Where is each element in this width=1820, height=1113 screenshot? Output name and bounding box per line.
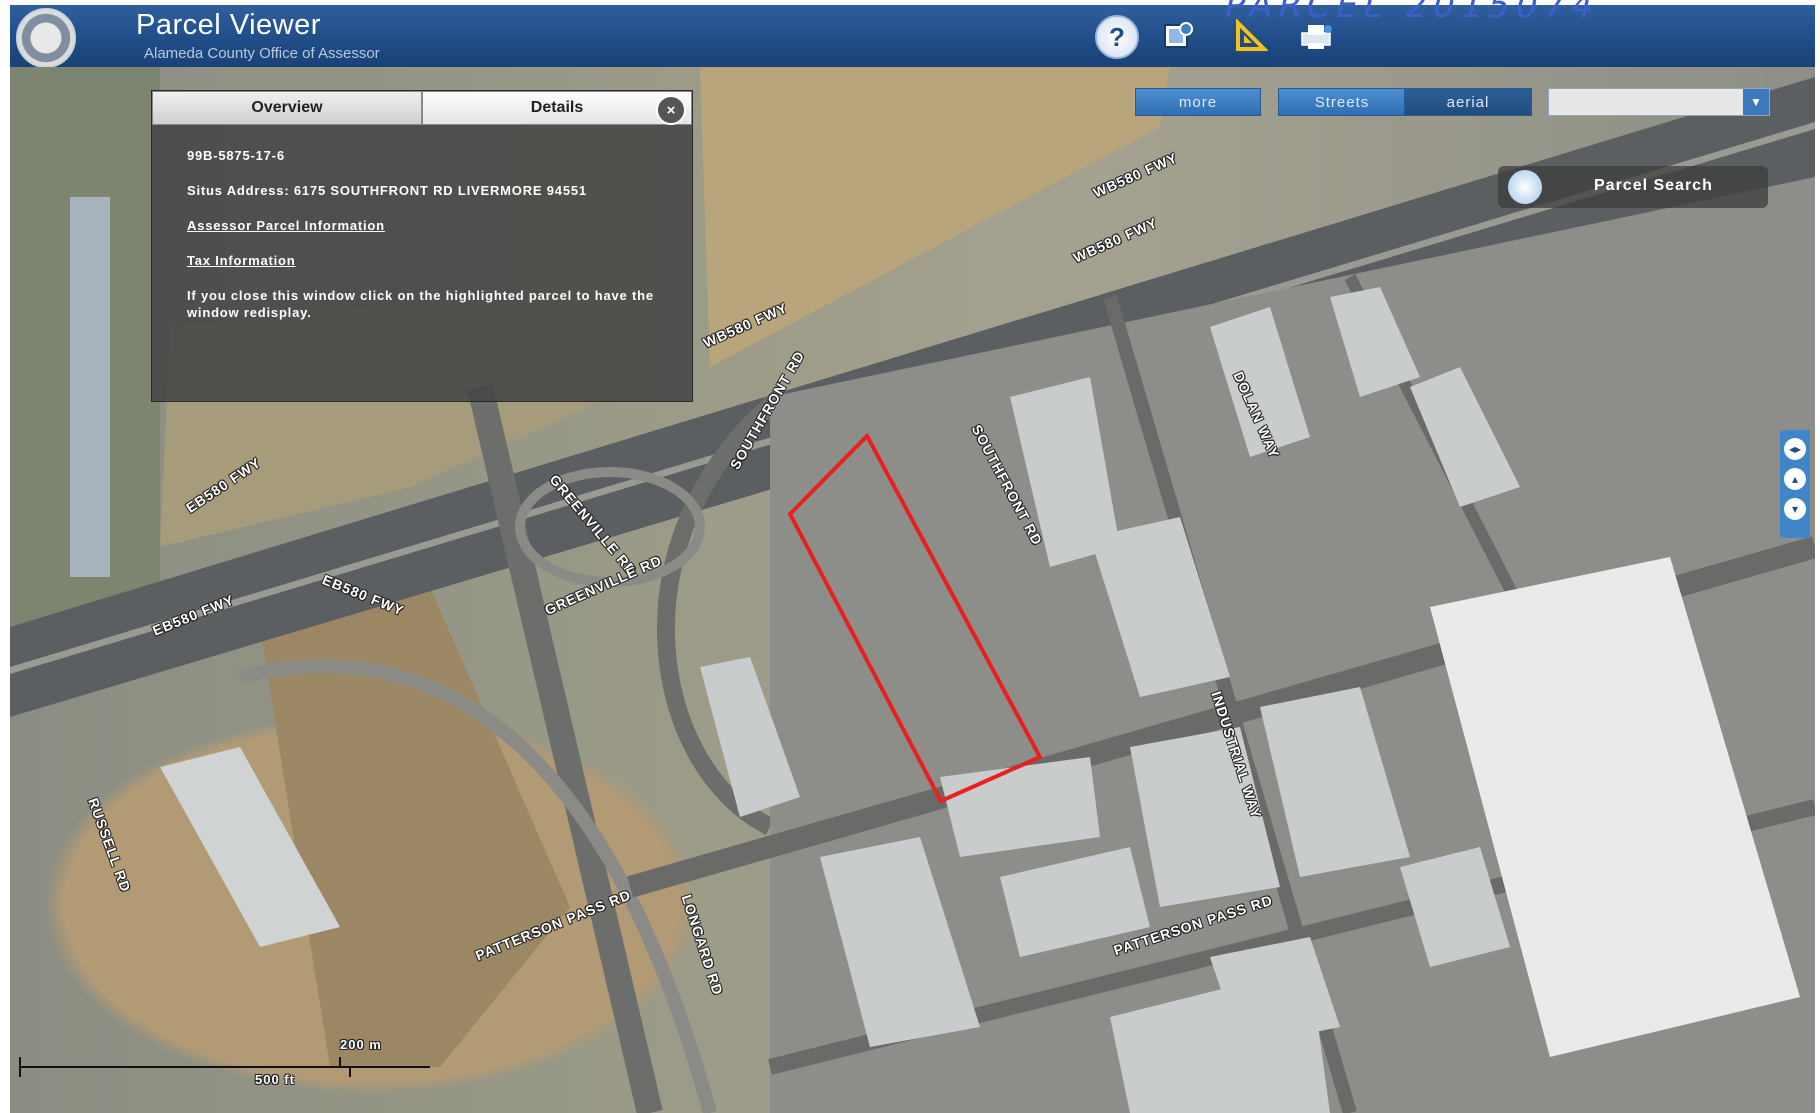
parcel-search-label: Parcel Search xyxy=(1594,177,1713,194)
aerial-map[interactable]: WB580 FWY WB580 FWY WB580 FWY EB580 FWY … xyxy=(10,67,1815,1113)
app-subtitle: Alameda County Office of Assessor xyxy=(144,45,380,62)
search-input[interactable]: ▼ xyxy=(1548,88,1770,116)
identify-icon[interactable] xyxy=(1160,17,1198,55)
app-title: Parcel Viewer xyxy=(136,9,321,41)
popup-note: If you close this window click on the hi… xyxy=(187,288,654,320)
close-icon[interactable]: × xyxy=(656,95,686,125)
tab-details[interactable]: Details xyxy=(422,91,692,125)
assessor-parcel-info-link[interactable]: Assessor Parcel Information xyxy=(187,218,385,233)
aerial-imagery xyxy=(10,67,1815,1113)
parcel-search-icon xyxy=(1508,170,1542,204)
aerial-button[interactable]: aerial xyxy=(1404,88,1532,116)
print-icon[interactable] xyxy=(1298,17,1336,55)
handwritten-annotation: PARCEL 2015074 xyxy=(1220,0,1604,26)
map-navigation-control: ◂▸ ▴ ▾ xyxy=(1780,430,1810,538)
chevron-down-icon[interactable]: ▼ xyxy=(1743,89,1769,115)
parcel-info-popup: Overview Details × 99B-5875-17-6 Situs A… xyxy=(151,90,693,402)
zoom-in-icon[interactable]: ▴ xyxy=(1784,468,1806,490)
highlighted-parcel-outline xyxy=(787,432,1043,804)
zoom-out-icon[interactable]: ▾ xyxy=(1784,498,1806,520)
streets-button[interactable]: Streets xyxy=(1278,88,1406,116)
app-header: Parcel Viewer Alameda County Office of A… xyxy=(10,5,1815,69)
scale-label-metric: 200 m xyxy=(340,1037,382,1052)
more-button[interactable]: more xyxy=(1135,88,1261,116)
parcel-search-button[interactable]: Parcel Search xyxy=(1498,166,1768,208)
pan-icon[interactable]: ◂▸ xyxy=(1784,438,1806,460)
help-icon[interactable]: ? xyxy=(1095,15,1139,59)
tab-overview[interactable]: Overview xyxy=(152,91,422,125)
situs-address: Situs Address: 6175 SOUTHFRONT RD LIVERM… xyxy=(187,183,587,198)
county-seal-logo xyxy=(16,8,76,68)
tax-information-link[interactable]: Tax Information xyxy=(187,253,296,268)
measure-icon[interactable] xyxy=(1232,17,1270,55)
parcel-number: 99B-5875-17-6 xyxy=(187,148,285,163)
scale-label-imperial: 500 ft xyxy=(255,1072,295,1087)
